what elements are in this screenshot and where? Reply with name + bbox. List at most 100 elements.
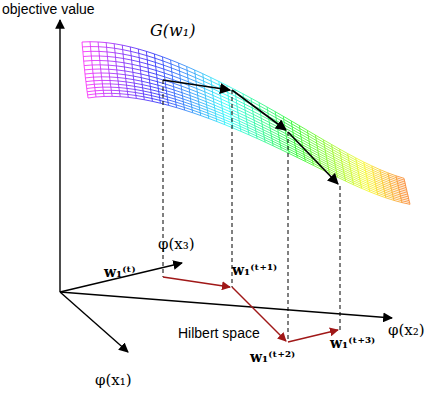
mesh-line xyxy=(324,140,330,174)
mesh-line xyxy=(213,92,221,96)
axis-label: φ(x₂) xyxy=(388,322,425,339)
mesh-line xyxy=(126,82,134,83)
mesh-line xyxy=(340,149,348,153)
step-arrow xyxy=(163,277,230,287)
mesh-line xyxy=(343,168,351,172)
mesh-line xyxy=(378,195,386,198)
mesh-line xyxy=(132,60,140,62)
mesh-line xyxy=(388,173,394,201)
mesh-line xyxy=(166,84,174,87)
mesh-line xyxy=(176,102,184,105)
mesh-line xyxy=(289,154,297,158)
mesh-line xyxy=(285,128,293,132)
mesh-line xyxy=(136,95,144,96)
mesh-line xyxy=(310,144,318,148)
iterate-label: w₁⁽ᵗ⁺²⁾ xyxy=(250,350,295,365)
mesh-line xyxy=(273,143,281,147)
mesh-line xyxy=(373,170,381,173)
mesh-line xyxy=(296,153,304,157)
mesh-line xyxy=(328,165,336,169)
mesh-line xyxy=(166,87,174,90)
mesh-line xyxy=(83,56,91,57)
mesh-line xyxy=(305,161,313,165)
mesh-line xyxy=(185,110,193,113)
dashed-line xyxy=(340,186,341,330)
mesh-line xyxy=(85,77,93,79)
mesh-line xyxy=(284,122,292,127)
mesh-line xyxy=(158,85,166,87)
mesh-line xyxy=(401,199,409,201)
mesh-line xyxy=(304,157,312,161)
mesh-line xyxy=(343,166,351,170)
mesh-line xyxy=(114,44,122,45)
mesh-line xyxy=(116,62,124,63)
mesh-line xyxy=(273,146,281,150)
mesh-line xyxy=(107,51,115,53)
mesh-line xyxy=(370,192,378,195)
mesh-line xyxy=(120,96,128,98)
mesh-line xyxy=(359,174,367,178)
mesh-line xyxy=(307,130,313,165)
mesh-line xyxy=(205,95,213,98)
mesh-line xyxy=(135,86,143,87)
mesh-line xyxy=(364,162,372,166)
mesh-line xyxy=(350,168,358,172)
mesh-line xyxy=(213,95,221,99)
mesh-line xyxy=(103,87,111,88)
mesh-line xyxy=(99,46,107,48)
mesh-line xyxy=(317,146,325,150)
mesh-line xyxy=(357,165,365,169)
mesh-line xyxy=(344,175,352,179)
mesh-line xyxy=(116,66,124,67)
mesh-line xyxy=(95,90,103,91)
mesh-line xyxy=(168,103,176,105)
mesh-line xyxy=(172,72,180,75)
mesh-line xyxy=(402,203,410,205)
mesh-line xyxy=(206,99,214,102)
mesh-line xyxy=(104,93,112,94)
mesh-line xyxy=(386,198,394,201)
mesh-line xyxy=(288,144,296,148)
mesh-line xyxy=(348,156,356,160)
mesh-line xyxy=(345,179,353,183)
mesh-line xyxy=(337,173,345,177)
mesh-line xyxy=(99,56,107,57)
projection-lines xyxy=(163,80,340,342)
mesh-line xyxy=(200,110,208,113)
mesh-line xyxy=(320,160,328,164)
mesh-line xyxy=(380,170,386,198)
axes xyxy=(60,20,392,352)
axis-label: φ(x₃) xyxy=(158,236,195,253)
mesh-line xyxy=(325,148,333,152)
mesh-line xyxy=(165,77,173,80)
mesh-line xyxy=(119,90,127,92)
mesh-line xyxy=(327,162,335,166)
mesh-line xyxy=(333,155,341,159)
mesh-line xyxy=(119,87,127,89)
mesh-line xyxy=(348,154,354,185)
mesh-line xyxy=(160,100,168,102)
mesh-line xyxy=(292,127,300,132)
mesh-line xyxy=(297,155,305,159)
mesh-line xyxy=(279,135,287,139)
mesh-line xyxy=(353,183,361,187)
mesh-line xyxy=(360,178,368,182)
mesh-line xyxy=(332,145,338,178)
mesh-line xyxy=(85,69,93,71)
objective-surface xyxy=(82,42,410,205)
mesh-line xyxy=(324,140,332,145)
mesh-line xyxy=(361,184,369,187)
step-arrow xyxy=(232,90,286,130)
mesh-line xyxy=(114,44,120,97)
mesh-line xyxy=(241,131,249,134)
mesh-line xyxy=(108,65,116,67)
mesh-line xyxy=(169,105,177,107)
mesh-line xyxy=(334,159,342,163)
mesh-line xyxy=(189,89,197,92)
mesh-line xyxy=(155,58,163,61)
mesh-line xyxy=(179,67,187,70)
mesh-line xyxy=(372,166,380,170)
mesh-line xyxy=(271,134,279,138)
mesh-line xyxy=(394,200,402,202)
mesh-line xyxy=(96,96,104,98)
